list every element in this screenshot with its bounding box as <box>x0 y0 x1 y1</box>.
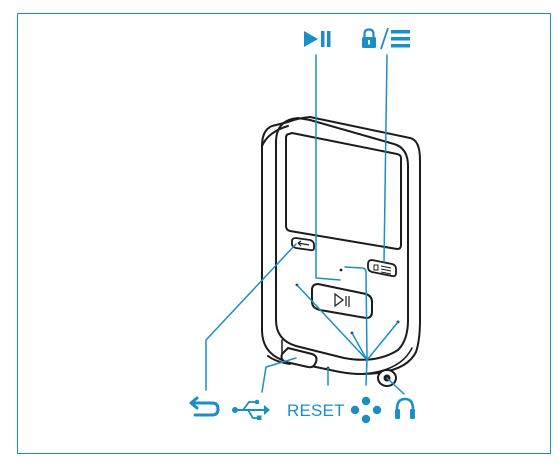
back-icon <box>189 396 220 417</box>
device-usb-port <box>280 346 318 369</box>
usb-icon <box>232 399 270 420</box>
headphones-icon <box>395 397 415 419</box>
volume-dots-icon <box>350 396 382 424</box>
device-screen <box>285 132 402 250</box>
device-lock-key <box>367 259 397 278</box>
device-play-key <box>311 282 373 320</box>
device-back-key <box>291 237 315 252</box>
lock-menu-icon <box>362 27 410 50</box>
reset-label: RESET <box>287 401 345 420</box>
diagram-frame <box>17 13 551 454</box>
callout-lines <box>205 54 405 395</box>
play-pause-icon <box>304 31 331 47</box>
